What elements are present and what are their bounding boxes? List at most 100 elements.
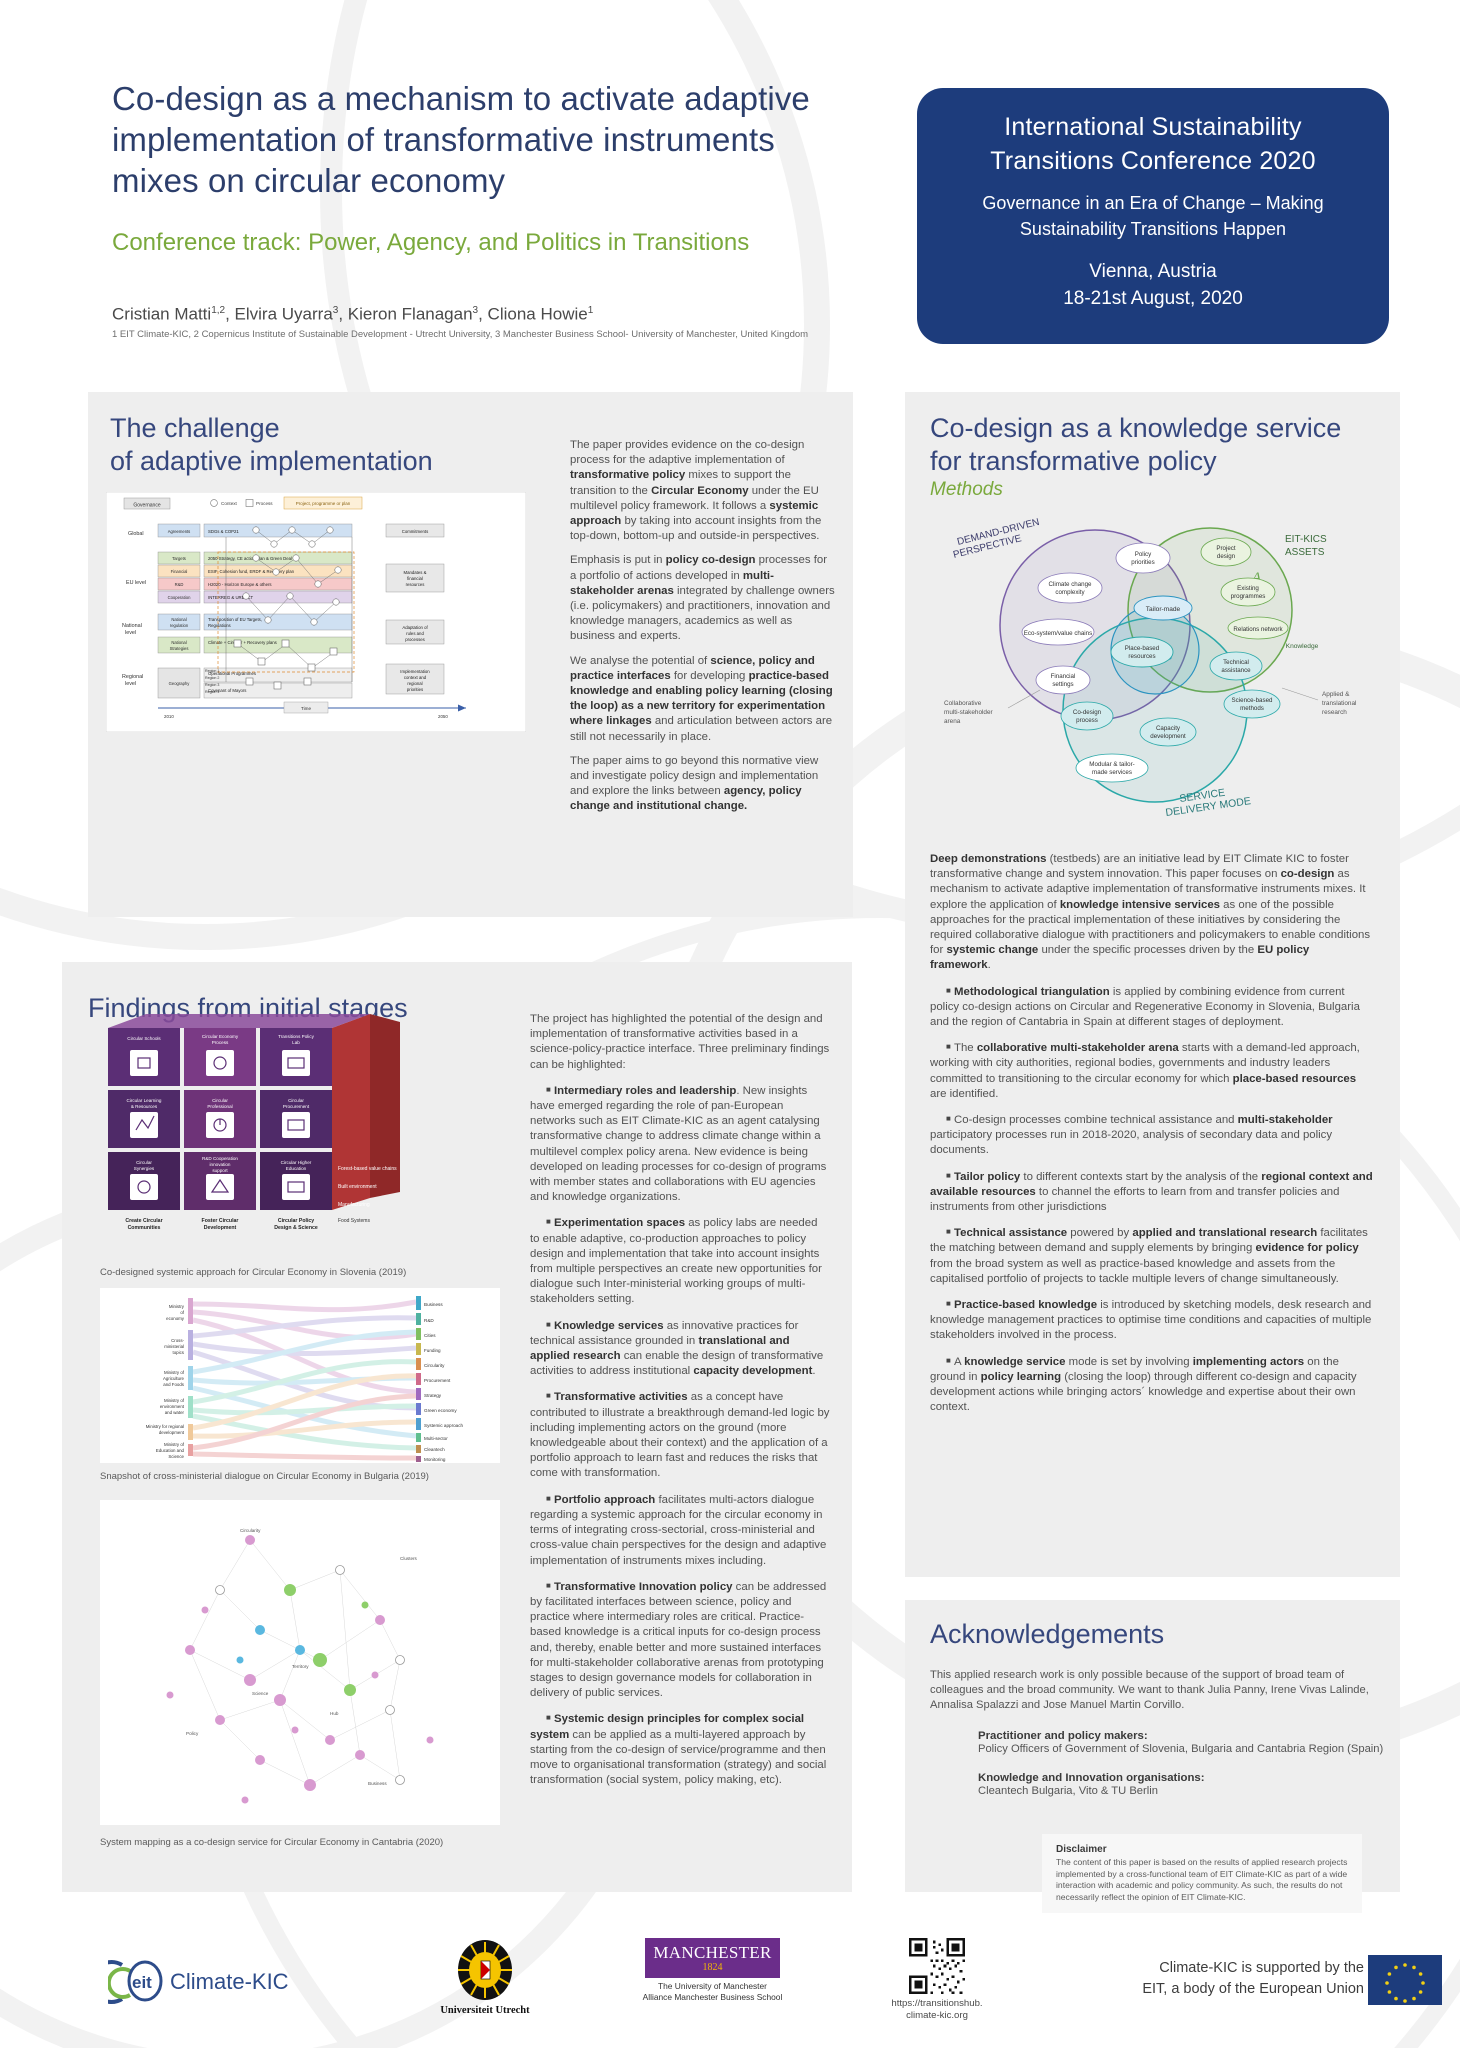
findings-body-text: The project has highlighted the potentia…	[530, 1012, 830, 1797]
svg-text:Climate + Circular + Recovery: Climate + Circular + Recovery plans	[208, 640, 277, 645]
svg-text:innovation: innovation	[210, 1162, 231, 1167]
svg-text:Technical: Technical	[1223, 659, 1249, 666]
acknowledgements-intro: This applied research work is only possi…	[930, 1669, 1369, 1711]
svg-text:Business: Business	[368, 1781, 387, 1786]
svg-text:economy: economy	[166, 1316, 185, 1321]
svg-text:Policy: Policy	[1135, 551, 1152, 558]
bullet-marker: ■	[546, 1580, 551, 1590]
qr-url-line2: climate-kic.org	[906, 2010, 968, 2021]
svg-text:Systemic approach: Systemic approach	[424, 1423, 464, 1428]
svg-text:Circularity: Circularity	[424, 1363, 445, 1368]
poster-header: Co-design as a mechanism to activate ada…	[0, 0, 1460, 370]
svg-text:Eco-system/value chains: Eco-system/value chains	[1024, 630, 1092, 637]
conference-track: Conference track: Power, Agency, and Pol…	[112, 229, 750, 256]
svg-text:settings: settings	[1052, 681, 1073, 688]
svg-text:Science: Science	[168, 1454, 184, 1459]
svg-text:Forest-based value chains: Forest-based value chains	[338, 1166, 397, 1172]
eit-logo-text: Climate-KIC	[170, 1969, 289, 1994]
svg-text:Place-based: Place-based	[1125, 645, 1160, 652]
bullet-paragraph: ■ Portfolio approach facilitates multi-a…	[530, 1493, 827, 1567]
svg-text:Foster Circular: Foster Circular	[202, 1218, 239, 1224]
svg-text:Region 1: Region 1	[205, 669, 219, 673]
methods-subheading: Methods	[930, 479, 1003, 500]
bullet-paragraph: ■ Intermediary roles and leadership. New…	[530, 1084, 827, 1204]
svg-text:Existing: Existing	[1237, 585, 1259, 592]
svg-text:rules and: rules and	[406, 631, 424, 636]
svg-text:Create Circular: Create Circular	[125, 1218, 162, 1224]
svg-text:resources: resources	[406, 582, 425, 587]
svg-text:Project, programme or plan: Project, programme or plan	[296, 501, 351, 506]
bullet-paragraph: ■ Technical assistance powered by applie…	[930, 1227, 1368, 1285]
svg-text:Strategy: Strategy	[424, 1393, 442, 1398]
svg-text:ministerial: ministerial	[164, 1344, 184, 1349]
svg-text:Tailor-made: Tailor-made	[1146, 606, 1181, 613]
bullet-paragraph: ■ Systemic design principles for complex…	[530, 1713, 827, 1787]
svg-text:Circular Economy: Circular Economy	[202, 1034, 239, 1039]
eu-support-line1: Climate-KIC is supported by the	[1159, 1960, 1364, 1976]
svg-text:Adaptation of: Adaptation of	[402, 625, 428, 630]
conference-dates: 18-21st August, 2020	[1063, 288, 1243, 309]
svg-text:environment: environment	[160, 1404, 185, 1409]
bullet-marker: ■	[546, 1391, 551, 1401]
paragraph: The project has highlighted the potentia…	[530, 1013, 830, 1071]
bullet-paragraph: ■ A knowledge service mode is set by inv…	[930, 1355, 1357, 1414]
system-mapping-network: Clusters Science Territory Hub Policy Bu…	[100, 1500, 500, 1825]
svg-text:Ministry of: Ministry of	[164, 1442, 185, 1447]
svg-text:Green economy: Green economy	[424, 1408, 457, 1413]
svg-text:Policy: Policy	[186, 1731, 199, 1736]
svg-text:Built environment: Built environment	[338, 1184, 377, 1190]
svg-text:Circularity: Circularity	[240, 1528, 261, 1533]
manchester-logo-sub2: Alliance Manchester Business School	[642, 1992, 783, 2002]
svg-text:processes: processes	[405, 637, 425, 642]
conference-location: Vienna, Austria	[1089, 261, 1217, 282]
svg-text:arena: arena	[944, 718, 961, 725]
svg-text:Hub: Hub	[330, 1711, 339, 1716]
sankey-figure-caption: Snapshot of cross-ministerial dialogue o…	[100, 1471, 429, 1482]
svg-text:Synergies: Synergies	[134, 1166, 155, 1171]
svg-text:Strategies: Strategies	[170, 646, 189, 651]
svg-text:methods: methods	[1240, 705, 1264, 712]
svg-text:Region 3: Region 3	[205, 683, 219, 687]
svg-text:A: A	[1251, 570, 1262, 586]
svg-text:Global: Global	[128, 531, 144, 537]
bullet-paragraph: ■ Experimentation spaces as policy labs …	[530, 1217, 822, 1306]
svg-text:Manufacturing: Manufacturing	[338, 1202, 370, 1208]
svg-text:Education: Education	[286, 1166, 307, 1171]
svg-text:programmes: programmes	[1231, 593, 1266, 600]
svg-text:level: level	[125, 630, 136, 636]
svg-text:Process: Process	[212, 1040, 229, 1045]
svg-text:Education and: Education and	[156, 1448, 185, 1453]
eit-climate-kic-logo: eit Climate-KIC	[89, 1955, 348, 2014]
bullet-marker: ■	[546, 1217, 551, 1227]
qr-code-block[interactable]: https://transitionshub. climate-kic.org	[877, 1938, 997, 2022]
svg-text:Geography: Geography	[169, 681, 191, 686]
codesign-venn-diagram: DEMAND-DRIVEN PERSPECTIVE EIT-KICS ASSET…	[930, 500, 1380, 830]
svg-text:Circular: Circular	[288, 1098, 304, 1103]
svg-text:Financial: Financial	[171, 569, 188, 574]
svg-text:National: National	[171, 617, 186, 622]
network-figure-caption: System mapping as a co-design service fo…	[100, 1837, 444, 1848]
svg-text:Cities: Cities	[424, 1333, 436, 1338]
challenge-heading-line2: of adaptive implementation	[110, 446, 433, 476]
svg-text:Relations network: Relations network	[1233, 626, 1283, 633]
svg-text:Development: Development	[204, 1225, 237, 1231]
disclaimer-box: Disclaimer The content of this paper is …	[1042, 1834, 1362, 1914]
svg-text:Funding: Funding	[424, 1348, 441, 1353]
paragraph: Emphasis is put in policy co-design proc…	[570, 554, 835, 643]
conference-banner: International Sustainability Transitions…	[917, 88, 1389, 344]
svg-text:process: process	[1076, 717, 1098, 724]
challenge-heading-line1: The challenge	[110, 413, 280, 443]
cube-figure-caption: Co-designed systemic approach for Circul…	[100, 1267, 407, 1278]
svg-text:EIT-KICS: EIT-KICS	[1285, 534, 1327, 545]
svg-text:Cooperation: Cooperation	[168, 595, 191, 600]
svg-text:Professional: Professional	[207, 1104, 232, 1109]
svg-text:Circular Learning: Circular Learning	[127, 1098, 162, 1103]
svg-text:Agriculture: Agriculture	[163, 1376, 185, 1381]
svg-text:Communities: Communities	[128, 1225, 161, 1231]
svg-text:Operational Programmes: Operational Programmes	[208, 671, 256, 676]
svg-text:eit: eit	[132, 1973, 152, 1992]
svg-text:Circular Schools: Circular Schools	[127, 1036, 161, 1041]
paragraph: The paper aims to go beyond this normati…	[570, 754, 819, 813]
author-list: Cristian Matti1,2, Elvira Uyarra3, Kiero…	[112, 304, 594, 324]
